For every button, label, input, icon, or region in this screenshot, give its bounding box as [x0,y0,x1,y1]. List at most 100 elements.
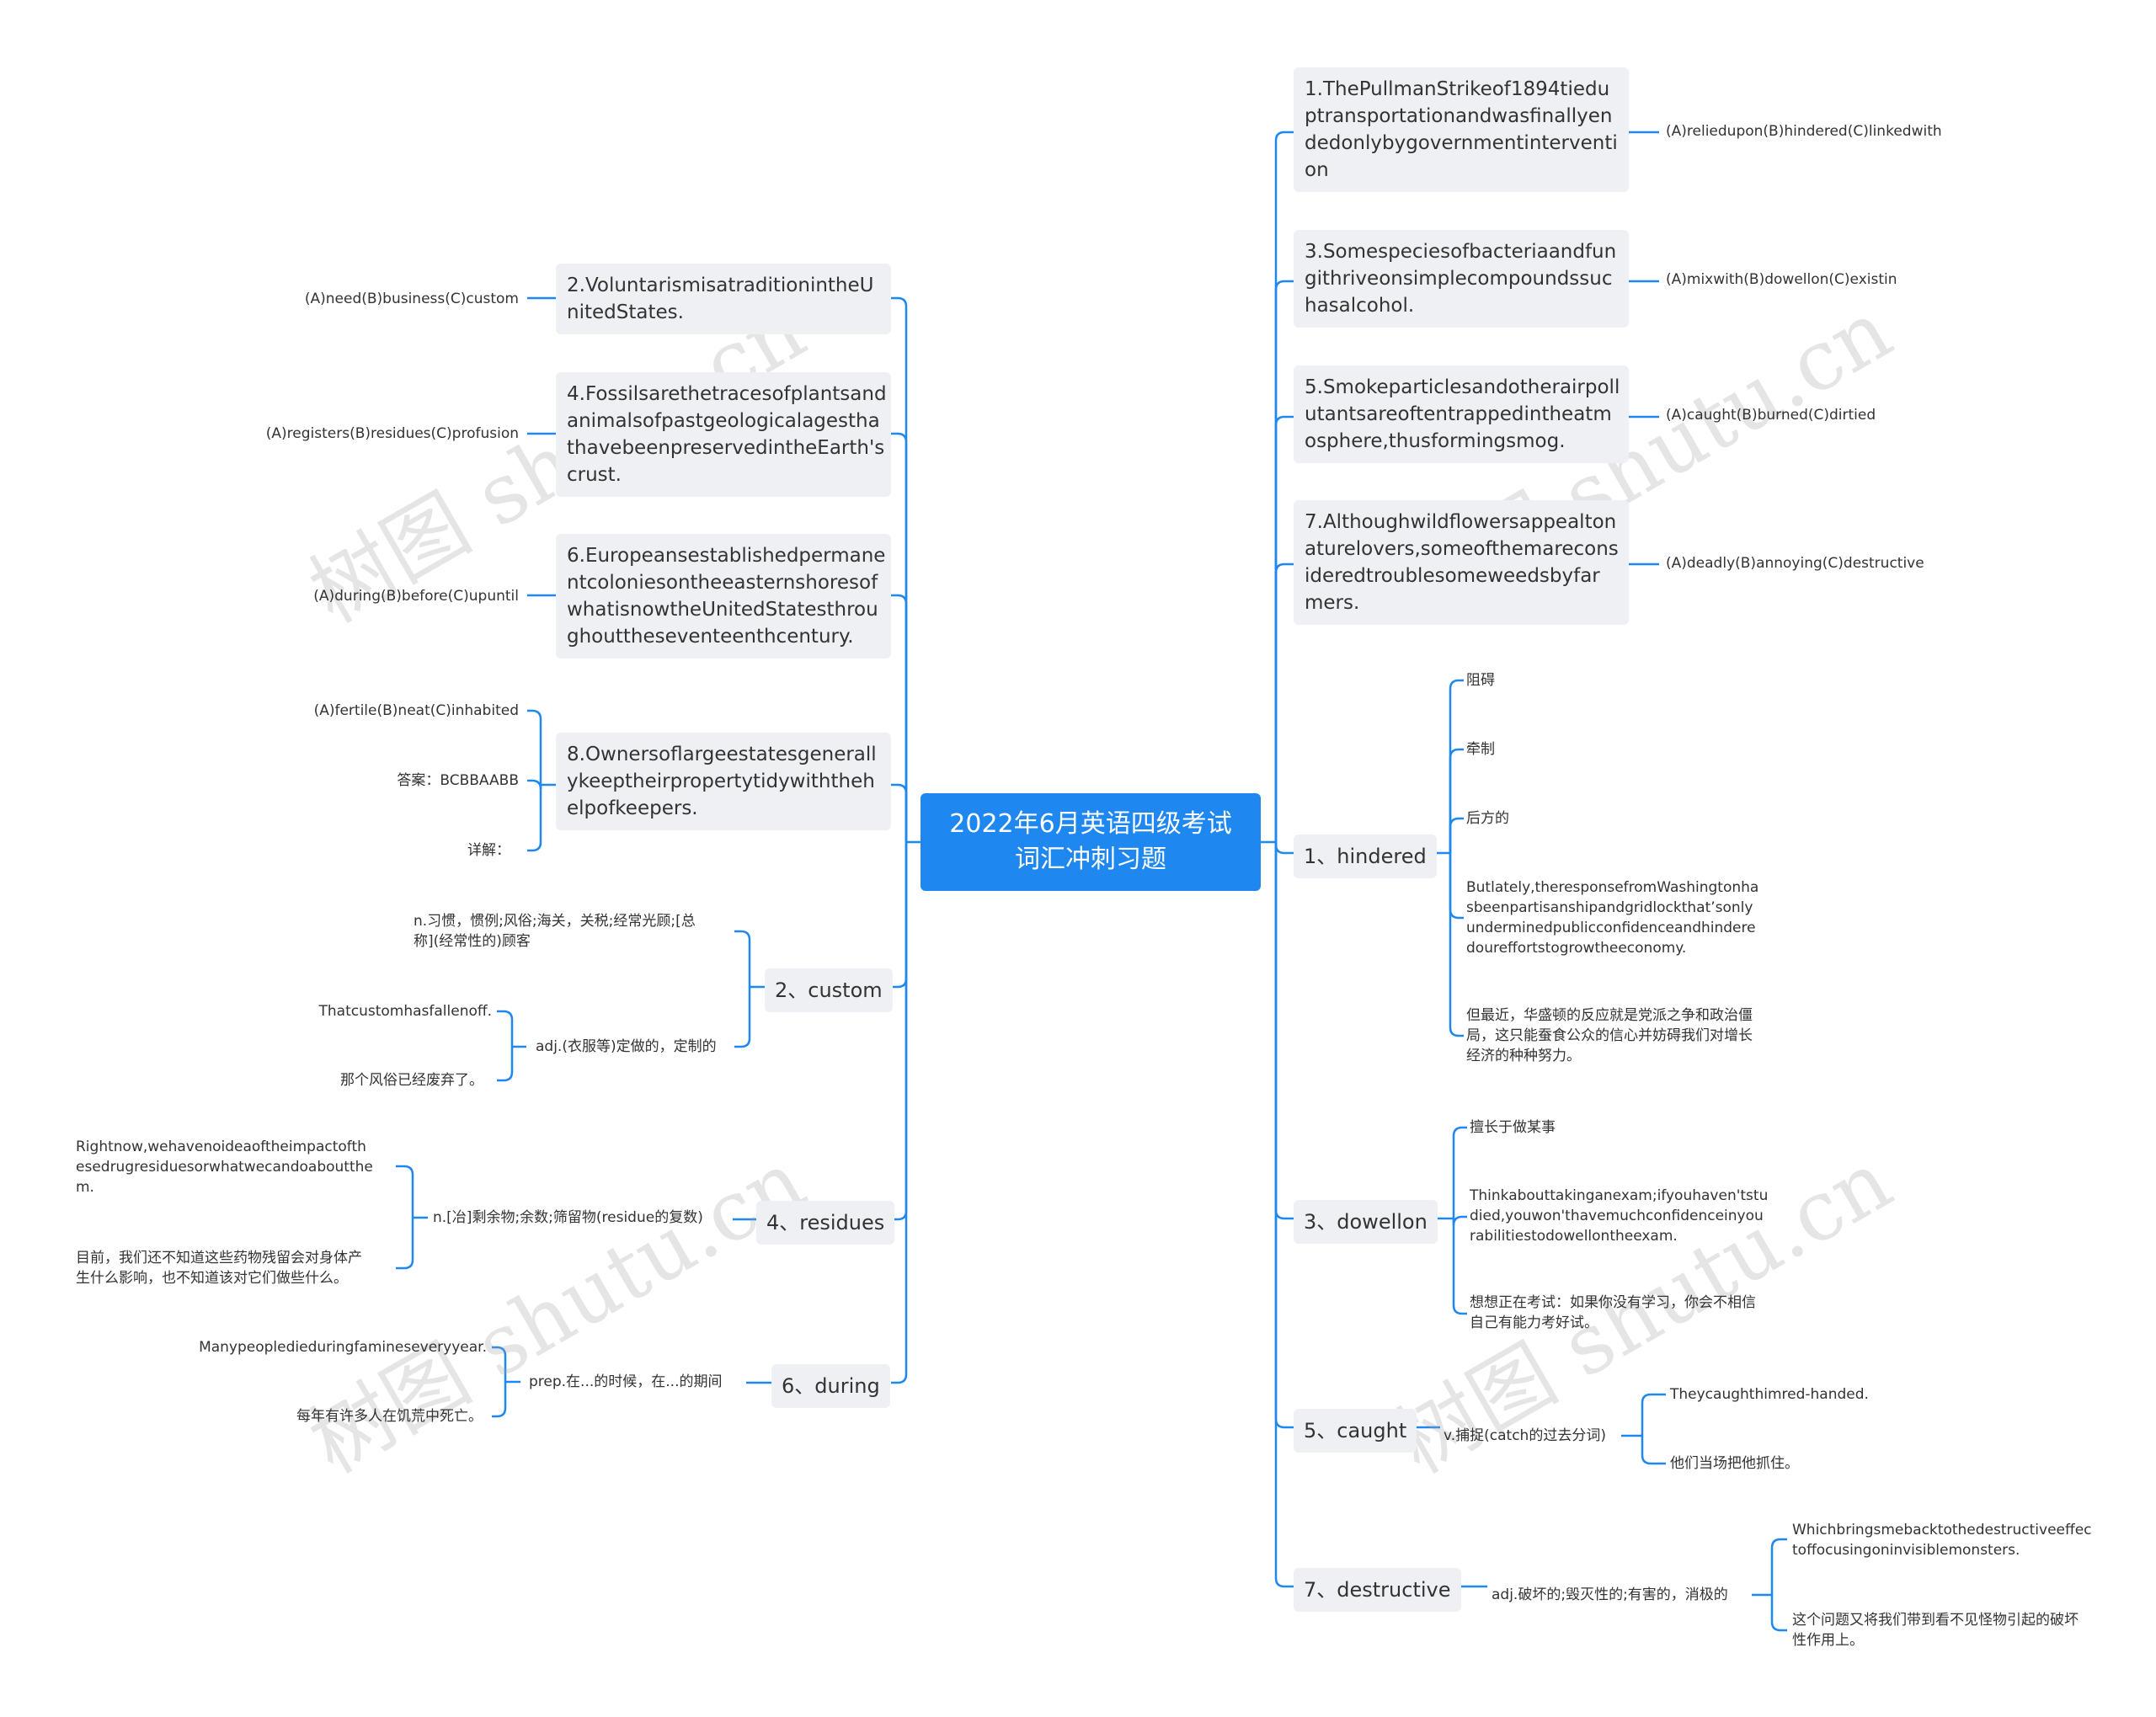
example-zh-leaf[interactable]: 这个问题又将我们带到看不见怪物引起的破坏 性作用上。 [1792,1610,2079,1650]
text-line: 经济的种种努力。 [1466,1048,1581,1064]
keyword-destructive[interactable]: 7、destructive [1294,1568,1461,1612]
connector-line [1274,415,1294,842]
question-text-line: 4.Fossilsarethetracesofplantsand [567,383,887,405]
meaning-leaf[interactable]: 擅长于做某事 [1470,1119,1556,1136]
text-line: rabilitiestodowellontheexam. [1470,1228,1678,1245]
detail-leaf[interactable]: 详解： [467,842,510,859]
connector-line [1770,1595,1787,1632]
example-en-leaf[interactable]: Butlately,theresponsefromWashingtonha sb… [1466,877,1758,958]
options-leaf-3[interactable]: (A)mixwith(B)dowellon(C)existin [1666,271,1897,288]
question-node-2[interactable]: 2.VoluntarismisatraditionintheU nitedSta… [556,264,891,334]
example-zh-leaf[interactable]: 想想正在考试：如果你没有学习，你会不相信 自己有能力考好试。 [1470,1293,1756,1333]
root-title-line: 词汇冲刺习题 [1015,845,1166,874]
answer-leaf[interactable]: 答案：BCBBAABB [397,772,519,789]
options-leaf-5[interactable]: (A)caught(B)burned(C)dirtied [1666,407,1876,424]
example-zh-leaf[interactable]: 他们当场把他抓住。 [1670,1455,1799,1472]
example-zh-leaf[interactable]: 那个风俗已经废弃了。 [340,1072,483,1089]
meaning-leaf[interactable]: 阻碍 [1466,672,1495,689]
question-node-6[interactable]: 6.Europeansestablishedpermane ntcolonies… [556,534,891,659]
keyword-custom[interactable]: 2、custom [765,968,893,1012]
question-text-line: ntcoloniesontheeasternshoresof [567,572,878,594]
question-text-line: on [1305,159,1329,181]
meaning-leaf[interactable]: 后方的 [1466,810,1509,827]
keyword-caught[interactable]: 5、caught [1294,1409,1417,1453]
connector-line [891,594,908,842]
question-text-line: mers. [1305,592,1360,614]
text-line: Rightnow,wehavenoideaoftheimpactofth [76,1138,366,1155]
options-leaf-7[interactable]: (A)deadly(B)annoying(C)destructive [1666,555,1924,572]
text-line: toffocusingoninvisiblemonsters. [1792,1542,2020,1559]
text-line: underminedpublicconfidenceandhindere [1466,920,1756,936]
connector-line [1274,280,1294,842]
example-en-leaf[interactable]: Whichbringsmebacktothedestructiveeffec t… [1792,1520,2092,1560]
question-text-line: 2.VoluntarismisatraditionintheU [567,275,874,296]
text-line: 想想正在考试：如果你没有学习，你会不相信 [1470,1294,1756,1311]
connector-line [891,842,908,989]
options-leaf-8[interactable]: (A)fertile(B)neat(C)inhabited [313,702,519,719]
connector-line [497,1010,514,1047]
text-line: 自己有能力考好试。 [1470,1314,1598,1331]
question-text-line: githriveonsimplecompoundssuc [1305,268,1613,290]
text-line: Whichbringsmebacktothedestructiveeffec [1792,1522,2092,1538]
connector-line [1274,842,1294,1220]
question-text-line: utantsareoftentrappedintheatm [1305,403,1612,425]
options-leaf-4[interactable]: (A)registers(B)residues(C)profusion [265,425,519,442]
text-line: 局，这只能蚕食公众的信心并妨碍我们对增长 [1466,1027,1753,1044]
question-text-line: 3.Somespeciesofbacteriaandfun [1305,241,1617,263]
text-line: 但最近，华盛顿的反应就是党派之争和政治僵 [1466,1007,1753,1024]
question-node-7[interactable]: 7.Althoughwildflowersappealton aturelove… [1294,500,1629,625]
root-topic[interactable]: 2022年6月英语四级考试 词汇冲刺习题 [921,793,1261,891]
connector-line [1449,853,1464,920]
connector-line [734,930,751,987]
text-line: sbeenpartisanshipandgridlockthat’sonly [1466,899,1753,916]
keyword-dowellon[interactable]: 3、dowellon [1294,1200,1438,1244]
example-en-leaf[interactable]: Manypeopledieduringfamineseveryyear. [199,1339,487,1356]
example-en-leaf[interactable]: Rightnow,wehavenoideaoftheimpactofth ese… [76,1137,373,1197]
question-text-line: 6.Europeansestablishedpermane [567,545,886,567]
connector-line [396,1165,414,1218]
connector-line [1452,1126,1467,1218]
connector-line [497,1047,514,1082]
question-text-line: whatisnowtheUnitedStatesthrou [567,599,878,621]
example-en-leaf[interactable]: Thatcustomhasfallenoff. [318,1003,493,1020]
question-node-5[interactable]: 5.Smokeparticlesandotherairpoll utantsar… [1294,365,1629,463]
connector-line [1274,842,1294,855]
question-node-8[interactable]: 8.Ownersoflargeestatesgenerall ykeepthei… [556,733,891,830]
text-line: Thinkabouttakinganexam;ifyouhaven'tstu [1470,1187,1769,1204]
question-text-line: 5.Smokeparticlesandotherairpoll [1305,376,1620,398]
connector-line [396,1218,414,1270]
text-line: 称](经常性的)顾客 [414,933,531,950]
example-zh-leaf[interactable]: 目前，我们还不知道这些药物残留会对身体产 生什么影响，也不知道该对它们做些什么。 [76,1248,362,1288]
connector-line [891,783,908,842]
keyword-residues[interactable]: 4、residues [756,1201,895,1245]
example-zh-leaf[interactable]: 每年有许多人在饥荒中死亡。 [296,1408,483,1425]
options-leaf-2[interactable]: (A)need(B)business(C)custom [304,291,519,307]
connector-line [1449,853,1464,1037]
question-text-line: ptransportationandwasfinallyen [1305,105,1613,127]
meaning-leaf[interactable]: v.捕捉(catch的过去分词) [1444,1427,1606,1444]
options-leaf-1[interactable]: (A)reliedupon(B)hindered(C)linkedwith [1666,123,1942,140]
text-line: Butlately,theresponsefromWashingtonha [1466,879,1759,896]
meaning-leaf[interactable]: n.习惯，惯例;风俗;海关，关税;经常光顾;[总 称](经常性的)顾客 [414,911,696,952]
meaning-leaf[interactable]: prep.在...的时候，在...的期间 [529,1373,723,1390]
connector-line [1274,563,1294,842]
text-line: 这个问题又将我们带到看不见怪物引起的破坏 [1792,1612,2079,1629]
connector-line [1449,817,1464,853]
connector-line [891,296,908,842]
meaning-leaf[interactable]: adj.(衣服等)定做的，定制的 [536,1038,717,1055]
question-node-4[interactable]: 4.Fossilsarethetracesofplantsand animals… [556,372,891,497]
question-node-3[interactable]: 3.Somespeciesofbacteriaandfun githriveon… [1294,230,1629,328]
meaning-leaf[interactable]: n.[冶]剩余物;余数;筛留物(residue的复数) [433,1209,703,1226]
question-node-1[interactable]: 1.ThePullmanStrikeof1894tiedu ptransport… [1294,67,1629,192]
example-zh-leaf[interactable]: 但最近，华盛顿的反应就是党派之争和政治僵 局，这只能蚕食公众的信心并妨碍我们对增… [1466,1005,1753,1066]
keyword-during[interactable]: 6、during [771,1364,890,1408]
text-line: 目前，我们还不知道这些药物残留会对身体产 [76,1250,362,1266]
meaning-leaf[interactable]: 牵制 [1466,741,1495,758]
keyword-hindered[interactable]: 1、hindered [1294,835,1437,878]
options-leaf-6[interactable]: (A)during(B)before(C)upuntil [313,588,519,605]
example-en-leaf[interactable]: Thinkabouttakinganexam;ifyouhaven'tstu d… [1470,1186,1768,1246]
example-en-leaf[interactable]: Theycaughthimred-handed. [1670,1386,1869,1403]
meaning-leaf[interactable]: adj.破坏的;毁灭性的;有害的，消极的 [1492,1586,1728,1603]
text-line: 性作用上。 [1792,1632,1864,1649]
connector-line [1274,131,1294,842]
